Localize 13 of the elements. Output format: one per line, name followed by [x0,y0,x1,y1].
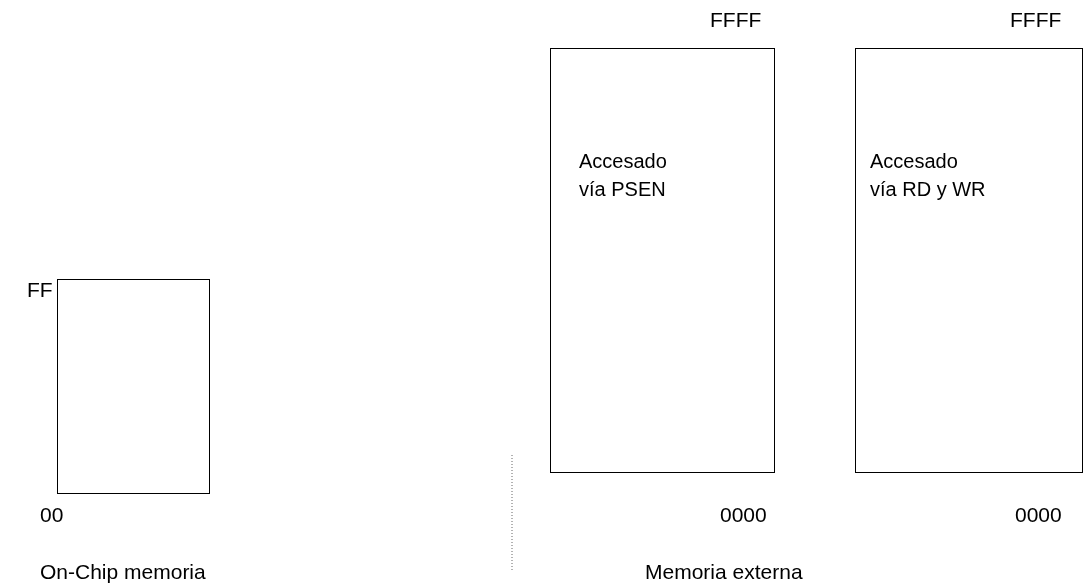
block-description: Accesado vía RD y WR [870,149,987,202]
address-label: FFFF [710,8,762,32]
block-description: Accesado vía PSEN [579,149,668,202]
memory-box [57,279,210,494]
address-label: FF [27,278,53,302]
memory-block [855,48,1083,473]
address-label: 00 [40,503,64,527]
memory-block [550,48,775,473]
section-caption: Memoria externa [645,560,803,584]
address-label: FFFF [1010,8,1062,32]
section-caption: On-Chip memoria [40,560,206,584]
address-label: 0000 [720,503,767,527]
address-label: 0000 [1015,503,1062,527]
